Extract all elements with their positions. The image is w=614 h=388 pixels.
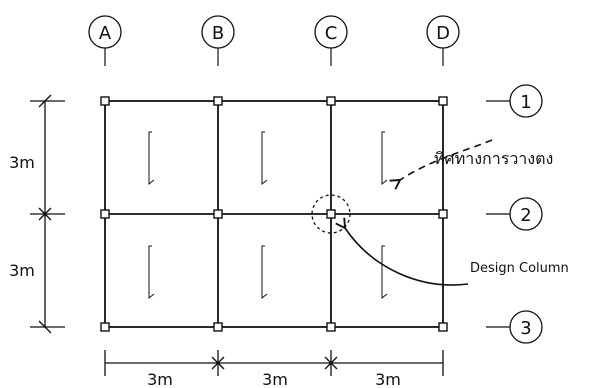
slab-mark-A2: [148, 245, 155, 300]
row-axis-label-3: 3: [520, 318, 531, 339]
slab-direction-arrow: [389, 139, 493, 190]
slab-direction-marks: [148, 131, 388, 300]
slab-mark-B1: [261, 131, 268, 186]
design-column-annotation: Design Column: [470, 261, 569, 276]
column-axis-label-A: A: [99, 23, 112, 44]
column-axis-B: B: [201, 15, 235, 66]
row-axis-label-2: 2: [520, 205, 531, 226]
slab-direction-annotation: ทิศทางการวางตง: [434, 149, 553, 168]
slab-mark-A1: [148, 131, 155, 186]
column-axis-A: A: [88, 15, 122, 66]
column-axis-C: C: [314, 15, 348, 66]
column-axis-label-B: B: [212, 23, 224, 44]
column-axis-label-C: C: [325, 23, 338, 44]
column-nodes: [100, 96, 448, 332]
horizontal-dimension-label-1: 3m: [147, 370, 173, 388]
vertical-dimension: [30, 94, 65, 334]
slab-mark-C2: [381, 245, 388, 300]
design-column-arrow: [335, 217, 469, 286]
column-axis-D: D: [426, 15, 460, 66]
design-column-highlight-circle: [311, 194, 351, 234]
beam-grid: [104, 100, 444, 328]
vertical-dimension-label-1: 3m: [9, 153, 35, 172]
vertical-dimension-label-2: 3m: [9, 261, 35, 280]
row-axis-label-1: 1: [520, 92, 531, 113]
slab-mark-B2: [261, 245, 268, 300]
horizontal-dimension-label-2: 3m: [262, 370, 288, 388]
slab-mark-C1: [381, 131, 388, 186]
column-axis-label-D: D: [436, 23, 450, 44]
row-axis-3: 3: [486, 310, 543, 344]
horizontal-dimension: [104, 350, 444, 376]
horizontal-dimension-label-3: 3m: [375, 370, 401, 388]
row-axis-2: 2: [486, 197, 543, 231]
row-axis-1: 1: [486, 84, 543, 118]
design-column-node: [326, 209, 336, 219]
